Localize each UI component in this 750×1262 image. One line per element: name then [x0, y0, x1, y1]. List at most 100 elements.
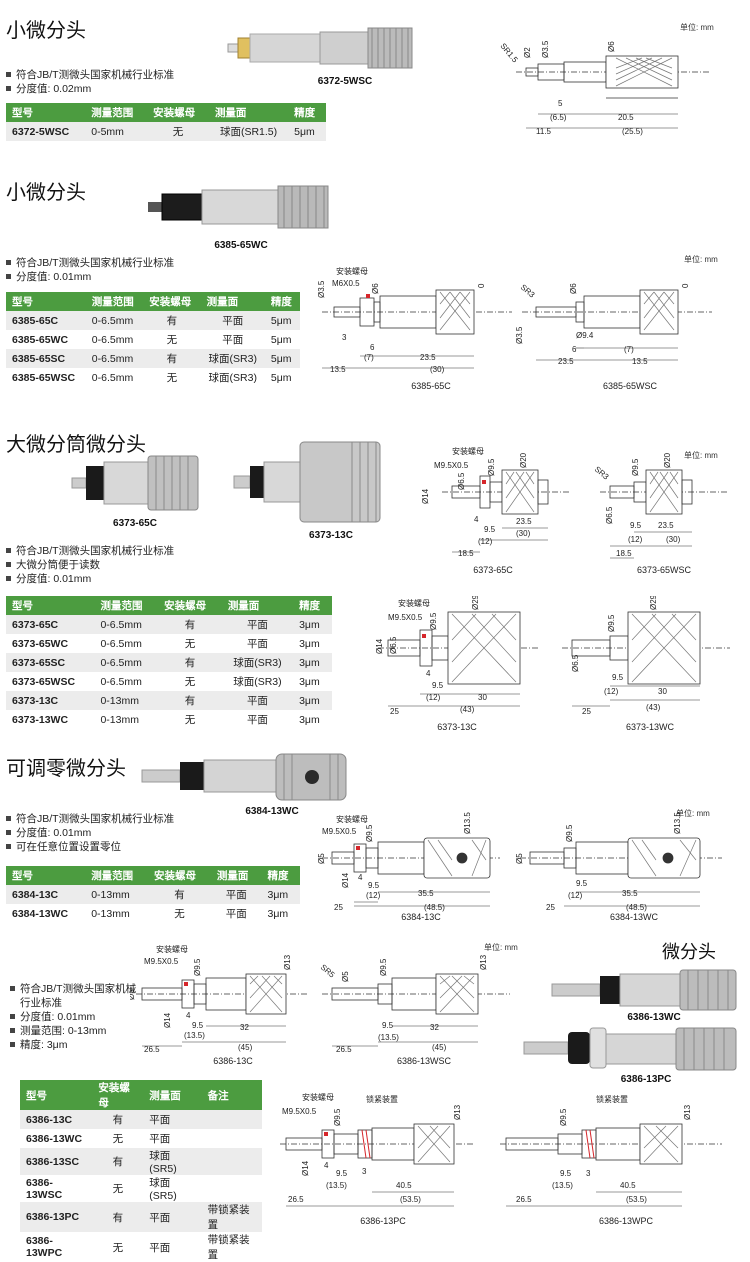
dimension-diagram-6384-13c: 安装螺母 M9.5X0.5 Ø5 Ø14 Ø9.5 Ø13.5 4 9.5 (1… — [317, 812, 500, 912]
svg-text:9.5: 9.5 — [560, 1169, 572, 1178]
dimension-diagram-6385-65wsc: SR3 Ø3.5 Ø6 0 Ø9.4 6 (7) 23.5 13.5 — [515, 283, 712, 366]
svg-text:Ø13: Ø13 — [683, 1104, 692, 1120]
feature-item: 符合JB/T测微头国家机械行业标准 — [6, 544, 174, 558]
dimension-diagram-6386-13wsc: SR5 Ø5 Ø9.5 Ø13 9.5 (13.5) 32 26.5 (45) — [319, 954, 510, 1054]
col-header: 测量面 — [221, 596, 294, 615]
svg-text:9.5: 9.5 — [382, 1021, 394, 1030]
svg-text:3: 3 — [362, 1167, 367, 1176]
svg-text:(48.5): (48.5) — [626, 903, 647, 912]
svg-text:Ø13.5: Ø13.5 — [673, 812, 682, 834]
diagram-caption-6373-65c: 6373-65C — [473, 565, 513, 575]
section-title-large-thimble: 大微分筒微分头 — [6, 434, 146, 456]
col-header: 安装螺母 — [143, 292, 201, 311]
svg-text:Ø6.5: Ø6.5 — [457, 472, 466, 490]
svg-text:Ø9.5: Ø9.5 — [193, 958, 202, 976]
col-header: 精度 — [264, 292, 300, 311]
svg-text:Ø3.5: Ø3.5 — [515, 326, 524, 344]
svg-text:(7): (7) — [364, 353, 374, 362]
svg-text:安装螺母: 安装螺母 — [398, 598, 430, 608]
col-header: 型号 — [20, 1080, 93, 1110]
svg-text:Ø14: Ø14 — [375, 638, 384, 654]
svg-text:Ø13: Ø13 — [283, 954, 292, 970]
svg-text:23.5: 23.5 — [516, 517, 532, 526]
svg-text:安装螺母: 安装螺母 — [336, 266, 368, 276]
feature-item: 分度值: 0.02mm — [6, 82, 174, 96]
svg-text:Ø2: Ø2 — [523, 47, 532, 58]
diagram-caption-6373-13c: 6373-13C — [437, 722, 477, 732]
col-header: 型号 — [6, 103, 86, 122]
svg-text:9.5: 9.5 — [630, 521, 642, 530]
svg-text:安装螺母: 安装螺母 — [452, 446, 484, 456]
svg-text:Ø5: Ø5 — [515, 853, 524, 864]
dimension-diagram-6373-13c: 安装螺母 M9.5X0.5 Ø14 Ø6.5 Ø9.5 Ø29 4 9.5 (1… — [375, 596, 540, 716]
svg-text:Ø29: Ø29 — [471, 596, 480, 610]
product-photo-6384-13wc — [141, 753, 347, 801]
features-list-s1: 符合JB/T测微头国家机械行业标准 分度值: 0.02mm — [6, 68, 174, 96]
svg-text:6: 6 — [370, 343, 375, 352]
svg-text:32: 32 — [240, 1023, 249, 1032]
svg-text:SR3: SR3 — [519, 283, 537, 300]
diagram-caption-6386-13wsc: 6386-13WSC — [396, 1056, 452, 1066]
feature-item: 测量范围: 0-13mm — [10, 1024, 140, 1038]
svg-text:25: 25 — [390, 707, 399, 716]
diagram-caption-6384-13wc: 6384-13WC — [609, 912, 659, 922]
svg-text:M9.5X0.5: M9.5X0.5 — [322, 827, 357, 836]
svg-text:26.5: 26.5 — [288, 1195, 304, 1204]
col-header: 安装螺母 — [92, 1080, 144, 1110]
col-header: 测量面 — [143, 1080, 202, 1110]
photo-caption-6373-13c: 6373-13C — [309, 530, 353, 541]
svg-text:35.5: 35.5 — [622, 889, 638, 898]
svg-text:Ø6: Ø6 — [607, 41, 616, 52]
feature-item: 符合JB/T测微头国家机械行业标准 — [10, 982, 140, 1010]
diagram-caption-6373-13wc: 6373-13WC — [625, 722, 675, 732]
svg-text:Ø9.5: Ø9.5 — [379, 958, 388, 976]
svg-text:M9.5X0.5: M9.5X0.5 — [144, 957, 179, 966]
col-header: 型号 — [6, 596, 95, 615]
product-photo-6373-13c — [233, 441, 381, 523]
product-photo-6385-65wc — [148, 185, 329, 229]
svg-text:Ø6.5: Ø6.5 — [571, 654, 580, 672]
col-header: 测量范围 — [94, 596, 159, 615]
svg-text:Ø6: Ø6 — [371, 283, 380, 294]
svg-text:Ø5: Ø5 — [130, 989, 136, 1000]
svg-text:13.5: 13.5 — [632, 357, 648, 366]
section-title-small-head-1: 小微分头 — [6, 20, 86, 42]
feature-item: 大微分筒便于读数 — [6, 558, 174, 572]
svg-text:5: 5 — [558, 99, 563, 108]
svg-text:(48.5): (48.5) — [424, 903, 445, 912]
feature-item: 分度值: 0.01mm — [6, 270, 174, 284]
section-title-micrometer-head: 微分头 — [662, 942, 716, 962]
svg-text:SR5: SR5 — [319, 963, 337, 980]
photo-caption-6386-13wc: 6386-13WC — [627, 1012, 681, 1023]
svg-text:Ø9.5: Ø9.5 — [365, 824, 374, 842]
svg-text:26.5: 26.5 — [336, 1045, 352, 1054]
photo-caption-6384-13wc: 6384-13WC — [245, 806, 299, 817]
product-photo-6386-13wc — [551, 969, 737, 1011]
svg-text:M9.5X0.5: M9.5X0.5 — [388, 613, 423, 622]
dimension-diagram-6386-13wpc: 锁紧装置 Ø9.5 Ø13 9.5 3 (13.5) 40.5 26.5 (53… — [500, 1094, 722, 1207]
svg-text:23.5: 23.5 — [658, 521, 674, 530]
svg-text:3: 3 — [586, 1169, 591, 1178]
svg-text:Ø3.5: Ø3.5 — [541, 40, 550, 58]
svg-text:Ø6.5: Ø6.5 — [389, 636, 398, 654]
dimension-diagram-6384-13wc: Ø5 Ø9.5 Ø13.5 9.5 (12) 35.5 25 (48.5) — [515, 812, 722, 912]
svg-text:Ø29: Ø29 — [649, 596, 658, 610]
product-photo-6373-65c — [71, 455, 199, 511]
svg-text:Ø5: Ø5 — [317, 853, 326, 864]
svg-text:锁紧装置: 锁紧装置 — [596, 1094, 628, 1104]
svg-text:(12): (12) — [604, 687, 619, 696]
svg-text:(25.5): (25.5) — [622, 127, 643, 136]
col-header: 安装螺母 — [148, 866, 211, 885]
features-list-s3: 符合JB/T测微头国家机械行业标准 大微分筒便于读数 分度值: 0.01mm — [6, 544, 174, 586]
svg-text:Ø9.5: Ø9.5 — [565, 824, 574, 842]
svg-text:Ø14: Ø14 — [341, 872, 350, 888]
